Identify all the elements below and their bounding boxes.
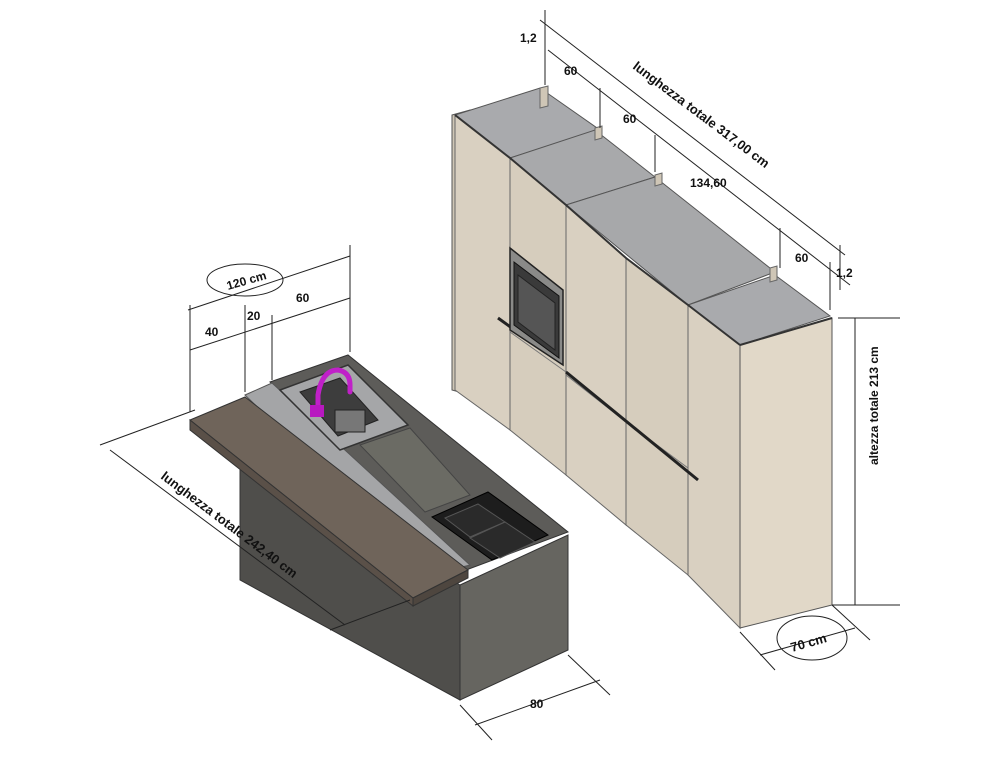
tall-seg-3: 60 [623,112,637,126]
depth-highlight-ellipse [776,615,848,661]
island-body-side [459,534,569,701]
tall-units [451,85,833,630]
handle-rail-right [565,370,699,482]
dimension-lines [99,10,900,741]
tap-icon [315,367,353,415]
tall-front-3 [565,203,627,527]
tall-front-1 [454,113,511,431]
island-seg-1: 40 [205,325,219,339]
island-depth-total-label: 120 cm [225,268,268,293]
oven [509,246,564,367]
island-stone-worktop [359,427,471,513]
tall-front-4 [625,256,689,577]
tall-seg-5: 60 [795,251,809,265]
tall-seg-6: 1,2 [836,266,853,280]
island-seg-2: 20 [247,309,261,323]
tall-seg-1: 1,2 [520,31,537,45]
tall-total-height-label: altezza totale 213 cm [867,346,881,465]
tall-seg-4: 134,60 [690,176,727,190]
tall-front-5 [687,303,741,630]
island [189,354,569,701]
tall-seg-2: 60 [564,64,578,78]
island-width-label: 80 [530,697,544,711]
island-depth-highlight-ellipse [206,263,284,297]
tall-depth-label: 70 cm [789,630,829,655]
island-seg-3: 60 [296,291,310,305]
tall-right-end-panel [739,317,833,629]
tall-total-length-label: lunghezza totale 317,00 cm [630,58,772,170]
hob [431,491,549,561]
